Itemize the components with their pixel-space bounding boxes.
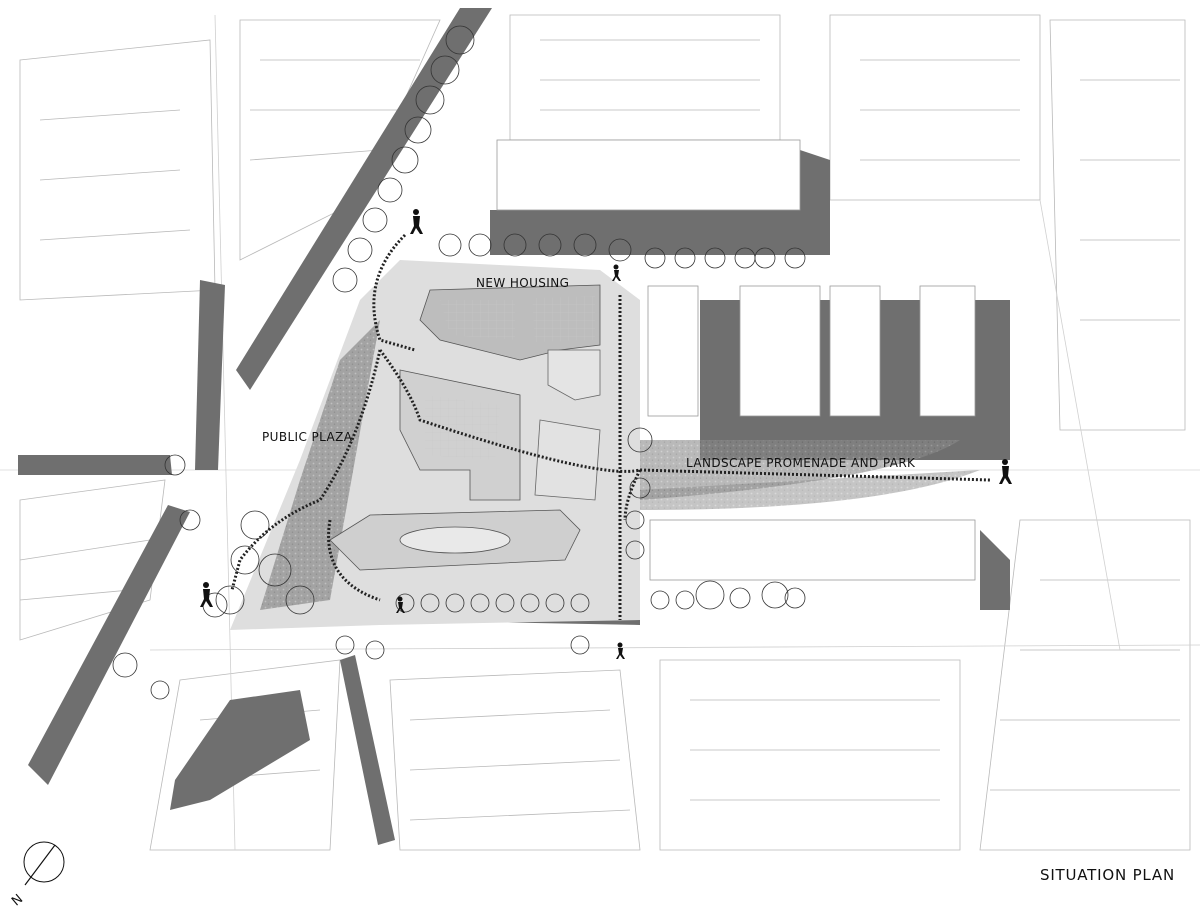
person-icon (396, 596, 405, 613)
north-label: N (9, 892, 26, 910)
person-icon (200, 582, 213, 607)
person-icon (410, 209, 423, 234)
plaza-site (230, 260, 980, 630)
street-trees (112, 25, 806, 700)
public-plaza-label: PUBLIC PLAZA (262, 430, 353, 444)
north-arrow-icon: N (9, 841, 65, 910)
pedestrian-paths (230, 233, 991, 620)
new-housing-label: NEW HOUSING (476, 276, 569, 290)
person-icon (999, 459, 1012, 484)
new-housing-blocks (496, 139, 976, 581)
landscape-promenade-label: LANDSCAPE PROMENADE AND PARK (686, 456, 916, 470)
plan-title: SITUATION PLAN (1040, 866, 1175, 884)
person-icon (612, 264, 621, 281)
person-icon (616, 642, 625, 659)
pedestrian-icons (200, 209, 1012, 659)
